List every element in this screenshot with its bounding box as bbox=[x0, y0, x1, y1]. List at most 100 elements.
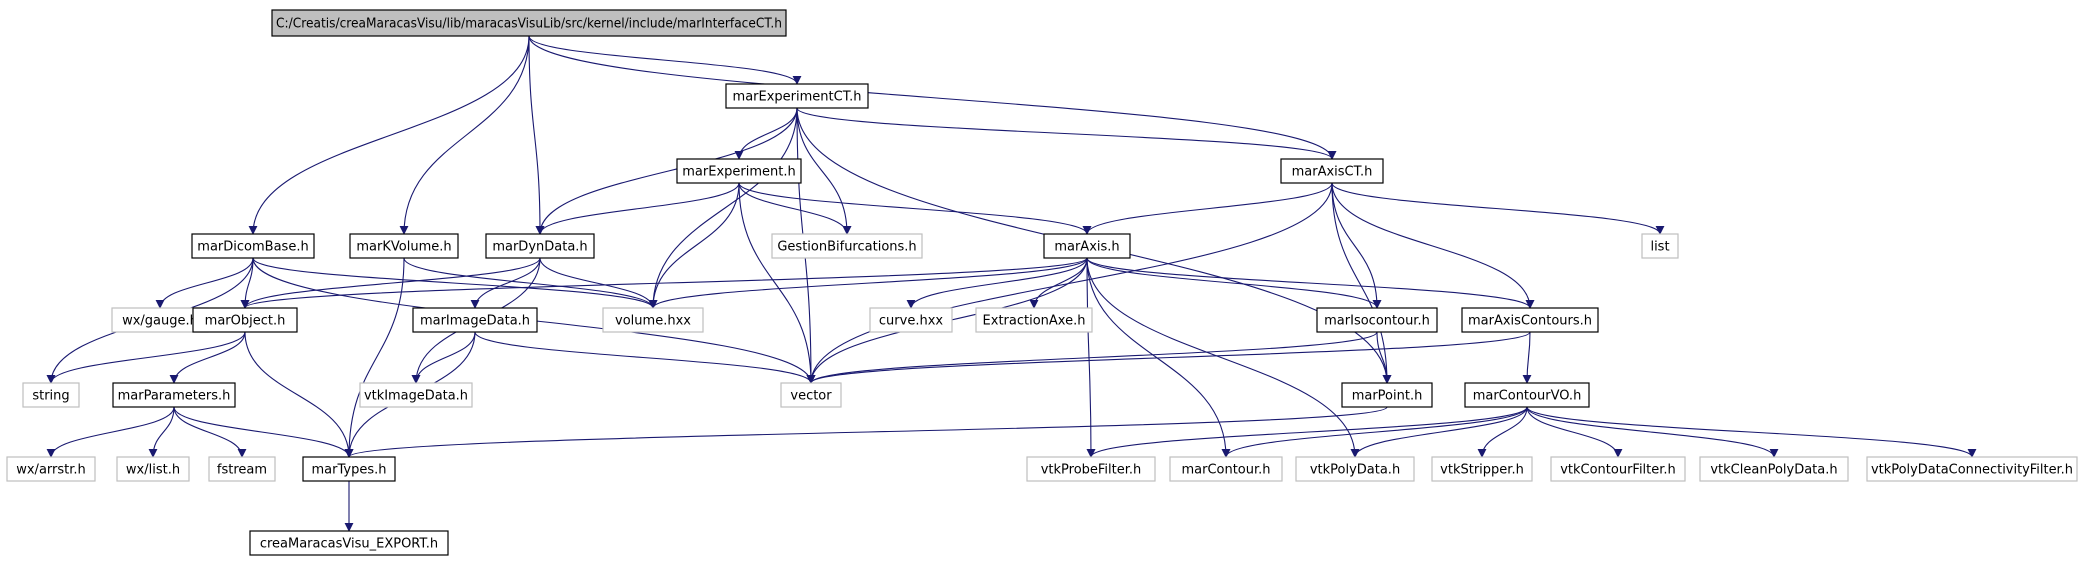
edge-marContourVO-to-vtkContourFilter bbox=[1526, 406, 1623, 458]
node-label-marAxis: marAxis.h bbox=[1054, 240, 1119, 255]
edge-marDynData-to-marObject bbox=[240, 257, 541, 309]
edge-marDicomBase-to-wxgauge bbox=[155, 257, 254, 309]
edge-marAxis-to-marAxisContours bbox=[1086, 257, 1535, 309]
edge-root-to-marExperimentCT bbox=[528, 35, 802, 85]
edge-marAxisContours-to-marContourVO bbox=[1522, 331, 1532, 384]
node-label-marObject: marObject.h bbox=[205, 314, 286, 329]
edge-marExperimentCT-to-marDynData bbox=[535, 107, 798, 235]
node-label-wxarrstr: wx/arrstr.h bbox=[16, 463, 86, 478]
node-label-marIsocontour: marIsocontour.h bbox=[1324, 314, 1430, 329]
edge-marExperiment-to-GestionBifurcations bbox=[738, 182, 852, 235]
node-string: string bbox=[22, 382, 80, 408]
node-vtkPolyData: vtkPolyData.h bbox=[1295, 456, 1415, 482]
edge-marExperiment-to-vector bbox=[738, 182, 816, 384]
edge-marKVolume-to-volume bbox=[403, 257, 658, 309]
nodes: C:/Creatis/creaMaracasVisu/lib/maracasVi… bbox=[6, 9, 2078, 556]
edge-root-to-marDicomBase bbox=[248, 35, 530, 235]
edge-marIsocontour-to-marPoint bbox=[1376, 331, 1392, 384]
node-label-marTypes: marTypes.h bbox=[312, 463, 387, 478]
node-root[interactable]: C:/Creatis/creaMaracasVisu/lib/maracasVi… bbox=[271, 9, 787, 37]
edge-marAxisCT-to-vector bbox=[806, 182, 1333, 384]
node-label-marAxisCT: marAxisCT.h bbox=[1292, 165, 1373, 180]
node-marAxisCT[interactable]: marAxisCT.h bbox=[1280, 158, 1384, 184]
node-label-vtkPolyDataConnectivityFilter: vtkPolyDataConnectivityFilter.h bbox=[1871, 463, 2073, 478]
edge-marParameters-to-fstream bbox=[173, 406, 247, 458]
edge-marObject-to-marParameters bbox=[169, 331, 246, 384]
node-creaExport[interactable]: creaMaracasVisu_EXPORT.h bbox=[249, 530, 449, 556]
node-box-marAxisCT bbox=[1280, 158, 1384, 184]
node-label-marExperimentCT: marExperimentCT.h bbox=[733, 90, 862, 105]
node-box-marContourVO bbox=[1464, 382, 1590, 408]
node-vector: vector bbox=[780, 382, 842, 408]
node-marExperimentCT[interactable]: marExperimentCT.h bbox=[725, 83, 869, 109]
node-box-marAxis bbox=[1043, 233, 1131, 259]
edge-marIsocontour-to-vector bbox=[806, 331, 1378, 384]
node-marTypes[interactable]: marTypes.h bbox=[302, 456, 396, 482]
edge-marContourVO-to-vtkPolyData bbox=[1350, 406, 1528, 458]
edge-marParameters-to-wxlist bbox=[148, 406, 175, 458]
node-box-fstream bbox=[208, 456, 276, 482]
edge-marContourVO-to-vtkPolyDataConnectivityFilter bbox=[1526, 406, 1977, 458]
node-box-marExperimentCT bbox=[725, 83, 869, 109]
node-marImageData[interactable]: marImageData.h bbox=[412, 307, 538, 333]
edge-marAxis-to-vtkPolyData bbox=[1086, 257, 1360, 458]
node-GestionBifurcations: GestionBifurcations.h bbox=[771, 233, 923, 259]
node-box-GestionBifurcations bbox=[771, 233, 923, 259]
node-marObject[interactable]: marObject.h bbox=[192, 307, 298, 333]
node-ExtractionAxe: ExtractionAxe.h bbox=[975, 307, 1093, 333]
node-marAxisContours[interactable]: marAxisContours.h bbox=[1461, 307, 1599, 333]
node-label-vtkStripper: vtkStripper.h bbox=[1440, 463, 1524, 478]
node-box-ExtractionAxe bbox=[975, 307, 1093, 333]
node-marPoint[interactable]: marPoint.h bbox=[1341, 382, 1433, 408]
node-list: list bbox=[1641, 233, 1679, 259]
edge-marImageData-to-vtkImageData bbox=[411, 331, 476, 384]
node-box-wxarrstr bbox=[6, 456, 96, 482]
node-marIsocontour[interactable]: marIsocontour.h bbox=[1316, 307, 1438, 333]
node-box-vector bbox=[780, 382, 842, 408]
node-label-marDynData: marDynData.h bbox=[492, 240, 587, 255]
edge-marAxisCT-to-marAxisContours bbox=[1331, 182, 1535, 309]
node-marContourVO[interactable]: marContourVO.h bbox=[1464, 382, 1590, 408]
edge-marDynData-to-marImageData bbox=[470, 257, 541, 309]
node-marDicomBase[interactable]: marDicomBase.h bbox=[191, 233, 315, 259]
edge-marContourVO-to-marContour bbox=[1221, 406, 1528, 458]
node-label-volume: volume.hxx bbox=[615, 314, 691, 329]
edge-marAxisCT-to-marPoint bbox=[1331, 182, 1392, 384]
node-box-marDicomBase bbox=[191, 233, 315, 259]
node-box-vtkCleanPolyData bbox=[1699, 456, 1849, 482]
edge-marContourVO-to-vtkCleanPolyData bbox=[1526, 406, 1779, 458]
edge-root-to-marDynData bbox=[528, 35, 545, 235]
node-marParameters[interactable]: marParameters.h bbox=[112, 382, 236, 408]
node-vtkPolyDataConnectivityFilter: vtkPolyDataConnectivityFilter.h bbox=[1866, 456, 2078, 482]
node-label-marPoint: marPoint.h bbox=[1352, 389, 1423, 404]
node-box-creaExport bbox=[249, 530, 449, 556]
edge-marExperiment-to-marAxis bbox=[738, 182, 1092, 235]
edge-marObject-to-marTypes bbox=[244, 331, 354, 458]
edges bbox=[46, 35, 1977, 532]
edge-marExperiment-to-volume bbox=[648, 182, 740, 309]
node-box-list bbox=[1641, 233, 1679, 259]
edge-marAxis-to-volume bbox=[648, 257, 1088, 309]
edge-marAxisCT-to-list bbox=[1331, 182, 1665, 235]
edge-marAxisCT-to-marIsocontour bbox=[1331, 182, 1382, 309]
node-box-vtkProbeFilter bbox=[1026, 456, 1156, 482]
node-box-volume bbox=[602, 307, 704, 333]
edge-marParameters-to-wxarrstr bbox=[46, 406, 175, 458]
node-wxlist: wx/list.h bbox=[116, 456, 190, 482]
node-marKVolume[interactable]: marKVolume.h bbox=[349, 233, 459, 259]
node-label-ExtractionAxe: ExtractionAxe.h bbox=[983, 314, 1086, 329]
node-box-marContour bbox=[1169, 456, 1283, 482]
node-marExperiment[interactable]: marExperiment.h bbox=[676, 158, 802, 184]
node-label-vector: vector bbox=[790, 389, 832, 404]
node-label-marKVolume: marKVolume.h bbox=[356, 240, 451, 255]
node-vtkCleanPolyData: vtkCleanPolyData.h bbox=[1699, 456, 1849, 482]
node-label-vtkPolyData: vtkPolyData.h bbox=[1310, 463, 1400, 478]
node-wxgauge: wx/gauge.h bbox=[111, 307, 209, 333]
node-label-marExperiment: marExperiment.h bbox=[682, 165, 795, 180]
node-marAxis[interactable]: marAxis.h bbox=[1043, 233, 1131, 259]
edge-marObject-to-string bbox=[46, 331, 246, 384]
edge-marContourVO-to-vtkProbeFilter bbox=[1086, 406, 1528, 458]
node-marContour: marContour.h bbox=[1169, 456, 1283, 482]
node-marDynData[interactable]: marDynData.h bbox=[485, 233, 595, 259]
edge-marContourVO-to-vtkStripper bbox=[1477, 406, 1528, 458]
